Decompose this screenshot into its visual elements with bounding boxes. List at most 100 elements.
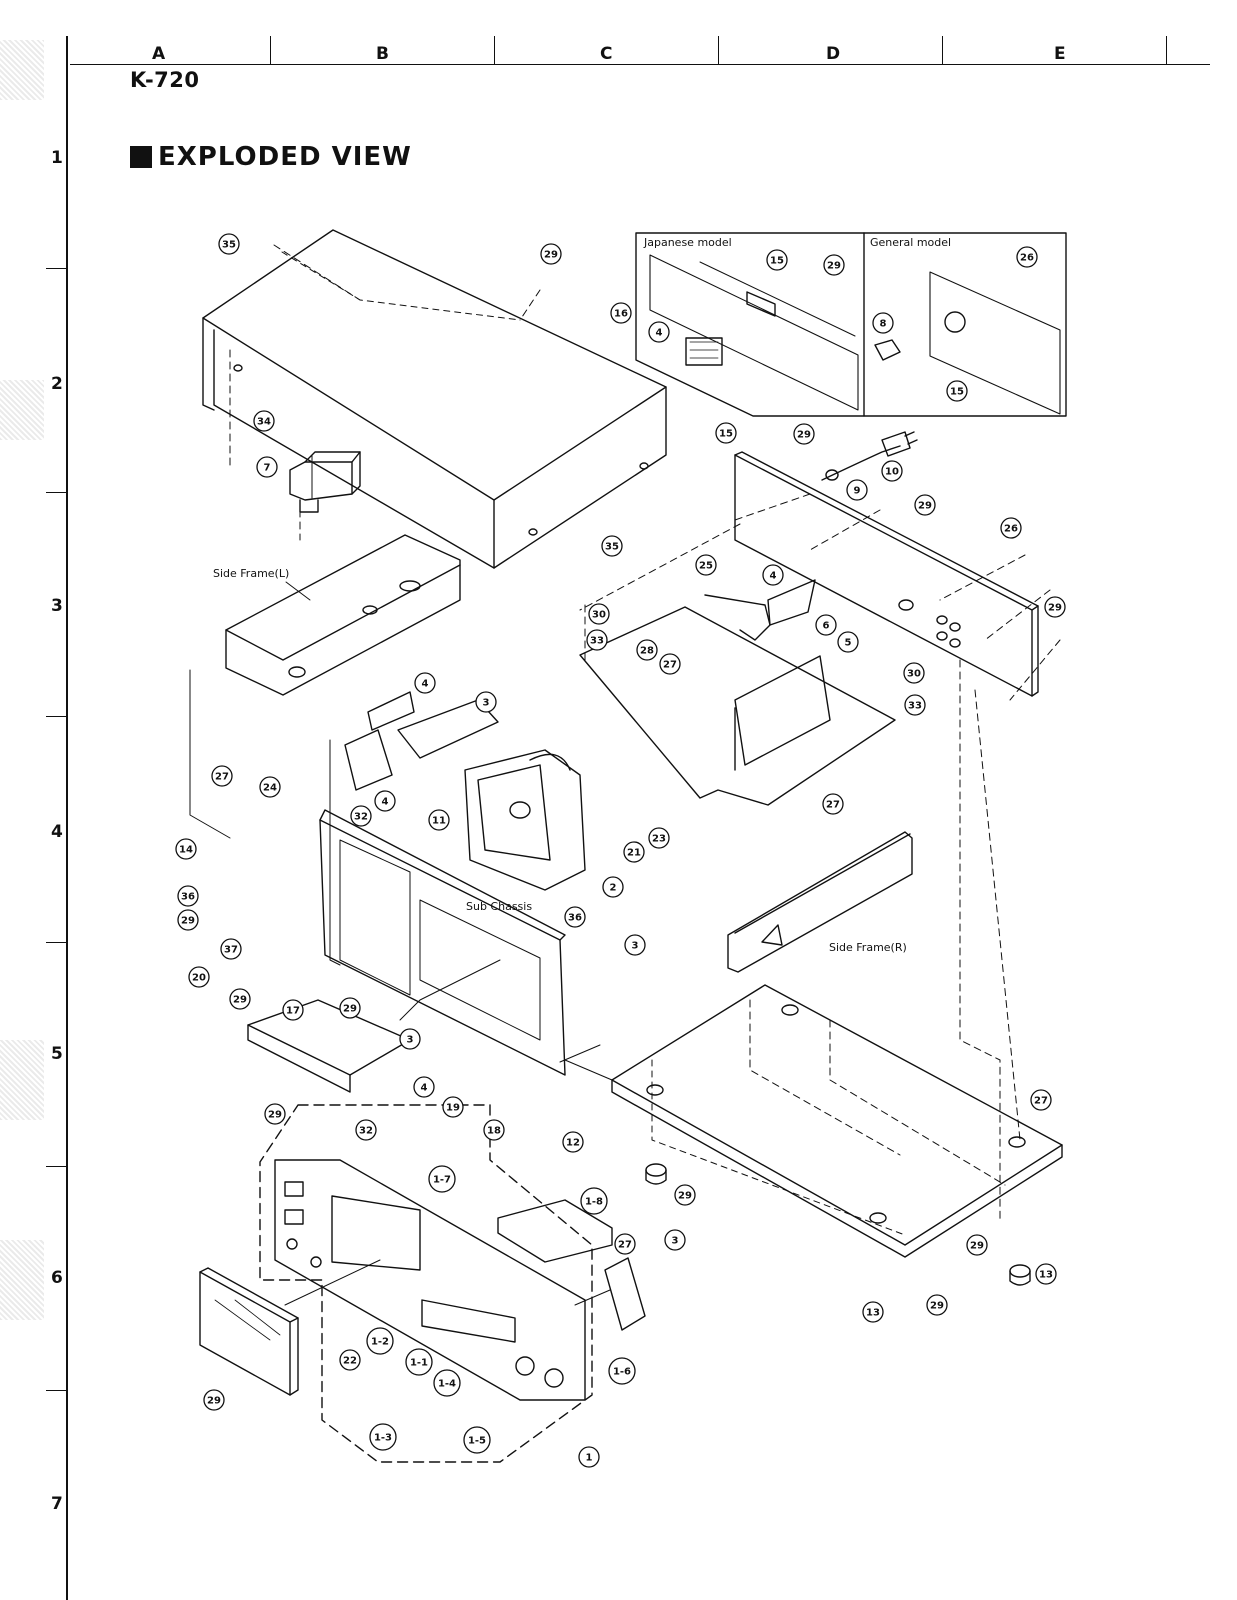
callout-number: 34 [257,417,271,428]
leader-lines [229,244,1061,1221]
callout-circle [399,1028,421,1050]
callout-circle [369,1423,397,1451]
callout-circle [648,321,670,343]
callout-number: 3 [672,1236,679,1247]
callout-number: 4 [421,1083,428,1094]
callout-circle [1000,517,1022,539]
callout-circle [580,1187,608,1215]
callout-circle [1016,246,1038,268]
callout-number: 1-5 [468,1436,486,1447]
callout-number: 7 [264,463,271,474]
callout-number: 1 [586,1453,593,1464]
side-frame-left-label: Side Frame(L) [213,567,289,580]
callout-circle [413,1076,435,1098]
callout-number: 27 [826,800,840,811]
callout-number: 29 [233,995,247,1006]
callout-circle [648,827,670,849]
column-label-c: C [600,44,613,64]
callout-circle [211,765,233,787]
row-grid [66,36,68,1600]
callout-circle [177,909,199,931]
callout-number: 27 [618,1240,632,1251]
callout-circle [1030,1089,1052,1111]
callout-number: 35 [222,240,236,251]
callout-circle [904,694,926,716]
callout-circle [483,1119,505,1141]
callout-number: 29 [827,261,841,272]
row-divider [46,492,68,493]
callout-circle [229,988,251,1010]
callout-circle [203,1389,225,1411]
front-panel-assembly [259,1104,593,1463]
callout-circle [872,312,894,334]
callout-number: 6 [823,621,830,632]
callout-number: 32 [354,812,368,823]
callout-number: 18 [487,1126,501,1137]
row-label-3: 3 [51,596,63,616]
row-label-6: 6 [51,1268,63,1288]
callout-number: 29 [1048,603,1062,614]
callout-circle [355,1119,377,1141]
callout-circle [564,906,586,928]
row-divider [46,268,68,269]
callout-number: 29 [970,1241,984,1252]
page-title: EXPLODED VIEW [130,142,412,172]
callout-circle [374,790,396,812]
rear-panel [734,451,1039,697]
callout-number: 4 [656,328,663,339]
callout-number: 10 [885,467,899,478]
callout-circle [578,1446,600,1468]
callout-circle [608,1357,636,1385]
callout-circle [586,629,608,651]
callout-number: 4 [422,679,429,690]
callout-number: 29 [268,1110,282,1121]
row-divider [46,716,68,717]
callout-circle [339,1349,361,1371]
transformer [289,451,361,513]
scan-speckle [0,1040,44,1120]
callout-circle [926,1294,948,1316]
inset-label-general: General model [870,236,951,249]
callout-circle [350,805,372,827]
callout-number: 29 [343,1004,357,1015]
callout-circle [903,662,925,684]
callout-number: 8 [880,319,887,330]
callout-circle [823,254,845,276]
callout-circle [562,1131,584,1153]
callout-circle [601,535,623,557]
column-divider [494,36,495,64]
callout-circle [175,838,197,860]
callout-circle [188,966,210,988]
callout-number: 28 [640,646,654,657]
callout-circle [881,460,903,482]
callout-number: 36 [181,892,195,903]
callout-number: 27 [663,660,677,671]
callout-number: 13 [866,1308,880,1319]
callout-number: 35 [605,542,619,553]
power-cord [821,431,918,481]
callout-number: 15 [719,429,733,440]
callout-circle [946,380,968,402]
switch-board [497,1199,646,1331]
callout-circle [177,885,199,907]
callout-number: 25 [699,561,713,572]
callout-number: 1-7 [433,1175,451,1186]
callout-number: 27 [215,772,229,783]
callout-circle [428,1165,456,1193]
page-title-text: EXPLODED VIEW [158,142,412,172]
callout-circle [846,479,868,501]
column-divider [270,36,271,64]
callout-number: 29 [207,1396,221,1407]
callout-number: 3 [407,1035,414,1046]
callout-number: 29 [544,250,558,261]
column-grid [70,36,1210,65]
callout-circle [475,691,497,713]
inset-box: Japanese model General model [635,232,1067,417]
callout-circle [405,1348,433,1376]
callout-circle [463,1426,491,1454]
callout-circle [264,1103,286,1125]
column-label-b: B [376,44,389,64]
column-divider [1166,36,1167,64]
callout-circle [674,1184,696,1206]
